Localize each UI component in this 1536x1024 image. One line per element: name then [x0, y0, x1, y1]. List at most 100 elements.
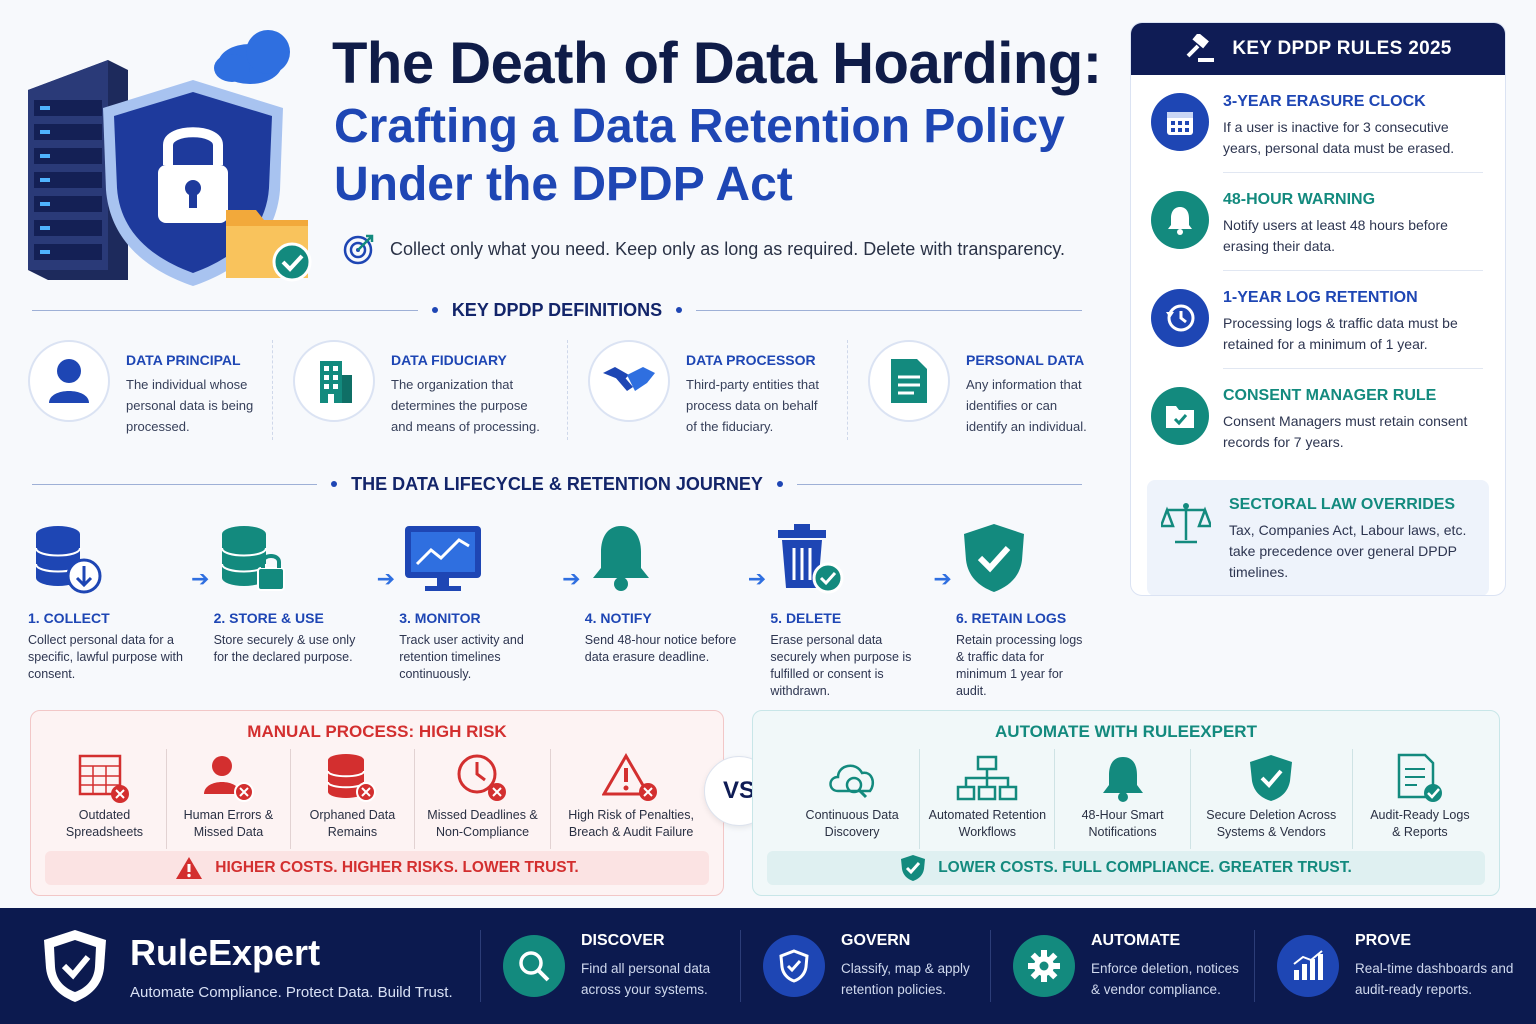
- history-clock-icon: [1151, 289, 1209, 347]
- footer-prove: PROVE Real-time dashboards and audit-rea…: [1254, 930, 1534, 1002]
- lifecycle-step-store: 2. STORE & USE Store securely & use only…: [214, 518, 373, 698]
- manual-item-label: High Risk of Penalties, Breach & Audit F…: [568, 808, 694, 839]
- definition-title: PERSONAL DATA: [966, 352, 1085, 368]
- manual-item-label: Human Errors & Missed Data: [183, 808, 274, 839]
- manual-item-label: Orphaned Data Remains: [309, 808, 396, 839]
- manual-footer: HIGHER COSTS. HIGHER RISKS. LOWER TRUST.: [45, 851, 709, 885]
- database-download-icon: [28, 518, 187, 598]
- automate-item: Automated Retention Workflows: [920, 749, 1056, 849]
- step-title: 6. RETAIN LOGS: [955, 610, 1067, 626]
- manual-footer-text: HIGHER COSTS. HIGHER RISKS. LOWER TRUST.: [215, 859, 579, 876]
- search-icon: [503, 935, 565, 997]
- shield-check-icon: [1248, 749, 1294, 807]
- lifecycle-heading-text: THE DATA LIFECYCLE & RETENTION JOURNEY: [351, 473, 763, 494]
- folder-check-icon: [226, 210, 312, 282]
- definition-desc: Third-party entities that process data o…: [686, 377, 819, 434]
- definition-title: DATA FIDUCIARY: [391, 352, 507, 368]
- footer-col-desc: Enforce deletion, notices & vendor compl…: [1091, 961, 1239, 997]
- definition-data-fiduciary: DATA FIDUCIARY The organization that det…: [293, 340, 568, 440]
- lifecycle-step-notify: 4. NOTIFY Send 48-hour notice before dat…: [585, 518, 744, 698]
- building-icon: [293, 340, 375, 422]
- footer-col-title: PROVE: [1355, 932, 1412, 949]
- trash-check-icon: [770, 518, 929, 598]
- bell-icon: [1101, 749, 1145, 807]
- manual-item: Orphaned Data Remains: [291, 749, 415, 849]
- rule-consent-manager: CONSENT MANAGER RULE Consent Managers mu…: [1131, 369, 1505, 466]
- database-lock-icon: [214, 518, 373, 598]
- footer-col-desc: Real-time dashboards and audit-ready rep…: [1355, 961, 1514, 997]
- step-title: 3. MONITOR: [399, 610, 481, 626]
- shield-icon: [763, 935, 825, 997]
- definition-data-principal: DATA PRINCIPAL The individual whose pers…: [28, 340, 273, 440]
- footer-discover: DISCOVER Find all personal data across y…: [480, 930, 740, 1002]
- page-title: The Death of Data Hoarding:: [332, 31, 1102, 96]
- lifecycle-step-collect: 1. COLLECT Collect personal data for a s…: [28, 518, 187, 698]
- tagline: Collect only what you need. Keep only as…: [342, 232, 1065, 266]
- definitions-heading: KEY DPDP DEFINITIONS: [32, 295, 1082, 325]
- rule-title: 3-YEAR ERASURE CLOCK: [1223, 93, 1426, 110]
- automate-item: Secure Deletion Across Systems & Vendors: [1191, 749, 1353, 849]
- rule-desc: Processing logs & traffic data must be r…: [1223, 315, 1458, 352]
- brand-tagline: Automate Compliance. Protect Data. Build…: [130, 983, 453, 1001]
- automate-item-label: Continuous Data Discovery: [805, 808, 899, 839]
- target-icon: [343, 234, 374, 265]
- manual-title: MANUAL PROCESS: HIGH RISK: [247, 722, 507, 741]
- arrow-right-icon: ➔: [376, 566, 395, 591]
- spreadsheet-x-icon: [76, 749, 132, 807]
- step-title: 4. NOTIFY: [584, 610, 652, 626]
- override-desc: Tax, Companies Act, Labour laws, etc. ta…: [1229, 522, 1467, 580]
- scales-icon: [1159, 496, 1215, 580]
- automate-footer: LOWER COSTS. FULL COMPLIANCE. GREATER TR…: [767, 851, 1485, 885]
- definitions-heading-text: KEY DPDP DEFINITIONS: [451, 299, 663, 320]
- automate-item: Continuous Data Discovery: [785, 749, 921, 849]
- footer-govern: GOVERN Classify, map & apply retention p…: [740, 930, 990, 1002]
- manual-item: Missed Deadlines & Non-Compliance: [415, 749, 552, 849]
- calendar-icon: [1151, 93, 1209, 151]
- warning-x-icon: [602, 749, 660, 807]
- manual-item-label: Outdated Spreadsheets: [65, 808, 144, 839]
- report-check-icon: [1395, 749, 1445, 807]
- rule-48-hour-warning: 48-HOUR WARNING Notify users at least 48…: [1131, 173, 1505, 270]
- definition-personal-data: PERSONAL DATA Any information that ident…: [868, 340, 1117, 440]
- automate-footer-text: LOWER COSTS. FULL COMPLIANCE. GREATER TR…: [938, 859, 1352, 876]
- brand-name: RuleExpert: [130, 931, 321, 973]
- person-icon: [28, 340, 110, 422]
- document-icon: [868, 340, 950, 422]
- step-desc: Store securely & use only for the declar…: [213, 633, 356, 664]
- manual-item: Outdated Spreadsheets: [43, 749, 167, 849]
- cloud-icon: [214, 30, 290, 84]
- arrow-right-icon: ➔: [747, 566, 767, 591]
- step-title: 1. COLLECT: [28, 610, 110, 626]
- person-x-icon: [200, 749, 256, 807]
- rule-title: CONSENT MANAGER RULE: [1223, 387, 1437, 404]
- sectoral-law-overrides: SECTORAL LAW OVERRIDES Tax, Companies Ac…: [1147, 480, 1489, 595]
- gavel-icon: [1186, 34, 1215, 62]
- arrow-right-icon: ➔: [562, 566, 581, 591]
- page-subtitle: Crafting a Data Retention Policy Under t…: [334, 100, 1065, 211]
- shield-check-icon: [956, 518, 1090, 598]
- automate-title: AUTOMATE WITH RULEEXPERT: [995, 722, 1257, 741]
- definition-desc: The individual whose personal data is be…: [126, 377, 254, 434]
- cloud-search-icon: [824, 749, 880, 807]
- database-x-icon: [324, 749, 380, 807]
- manual-process-panel: MANUAL PROCESS: HIGH RISK Outdated Sprea…: [30, 710, 724, 896]
- lifecycle-step-delete: 5. DELETE Erase personal data securely w…: [770, 518, 929, 698]
- automate-item-label: Audit-Ready Logs & Reports: [1370, 808, 1470, 839]
- definition-desc: Any information that identifies or can i…: [966, 377, 1087, 434]
- footer-col-title: AUTOMATE: [1091, 932, 1181, 949]
- footer-col-desc: Find all personal data across your syste…: [581, 961, 711, 997]
- rule-title: 48-HOUR WARNING: [1223, 191, 1376, 208]
- footer-col-title: GOVERN: [841, 932, 911, 949]
- footer-bar: RuleExpert Automate Compliance. Protect …: [0, 908, 1536, 1024]
- clock-x-icon: [455, 749, 511, 807]
- step-desc: Erase personal data securely when purpos…: [770, 633, 912, 698]
- manual-items: Outdated Spreadsheets Human Errors & Mis…: [43, 749, 711, 849]
- automate-item-label: 48-Hour Smart Notifications: [1081, 808, 1164, 839]
- step-desc: Track user activity and retention timeli…: [399, 633, 524, 681]
- manual-item: Human Errors & Missed Data: [167, 749, 291, 849]
- workflow-icon: [956, 749, 1018, 807]
- arrow-right-icon: ➔: [190, 566, 210, 591]
- rule-erasure-clock: 3-YEAR ERASURE CLOCK If a user is inacti…: [1131, 75, 1505, 172]
- step-desc: Collect personal data for a specific, la…: [28, 633, 183, 681]
- rules-panel-header: KEY DPDP RULES 2025: [1131, 23, 1505, 75]
